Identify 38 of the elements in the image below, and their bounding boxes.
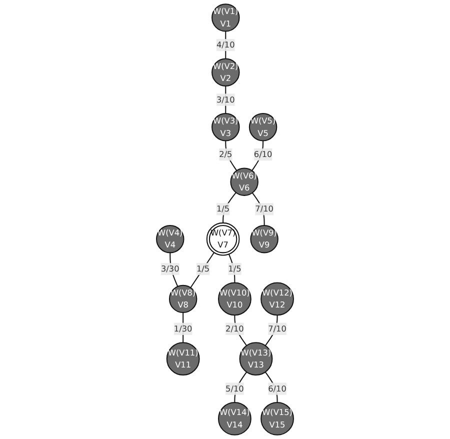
node-circle: W(V1) V1: [212, 4, 240, 32]
edge-label: 1/5: [216, 204, 230, 214]
node-circle: W(V6) V6: [230, 168, 258, 196]
node-circle: W(V9) V9: [250, 224, 278, 254]
connector: [252, 192, 265, 226]
node-circle: W(V15) V15: [260, 402, 294, 436]
connector: [225, 31, 226, 59]
connector: [252, 140, 264, 171]
node-circle: W(V7) V7: [206, 222, 240, 256]
node-circle: W(V5) V5: [248, 113, 278, 142]
node-circle: W(V13) V13: [239, 342, 273, 376]
connector: [264, 372, 278, 403]
node-circle: W(V11) V11: [166, 342, 200, 376]
edge-label: 3/10: [216, 94, 235, 104]
connector: [182, 312, 184, 343]
edge-label: 2/5: [219, 149, 232, 160]
node-circle: W(V2) V2: [212, 58, 240, 87]
edge-label: 5/10: [226, 384, 244, 394]
edge-label: 1/5: [196, 264, 210, 274]
edge-label: 4/10: [216, 40, 235, 50]
edge-label: 3/30: [160, 264, 180, 274]
edge-label: 2/10: [226, 324, 244, 334]
node-circle: W(V4) V4: [156, 224, 184, 254]
node-circle: W(V14) V14: [218, 402, 252, 436]
node-circle: W(V10) V10: [218, 282, 252, 316]
connector: [190, 252, 214, 288]
edge-label: 6/10: [268, 384, 286, 394]
edge-label: 7/10: [255, 204, 274, 214]
node-circle: W(V12) V12: [260, 282, 294, 316]
edge-label: 1/5: [228, 264, 242, 274]
edge-label: 7/10: [268, 324, 286, 334]
edge-label: 1/30: [174, 324, 192, 334]
connector: [225, 86, 226, 114]
edge-label: 6/10: [254, 149, 272, 160]
node-circle: W(V3) V3: [212, 113, 240, 142]
node-circle: W(V8) V8: [168, 284, 198, 314]
connector: [264, 315, 278, 346]
connector: [228, 254, 236, 283]
